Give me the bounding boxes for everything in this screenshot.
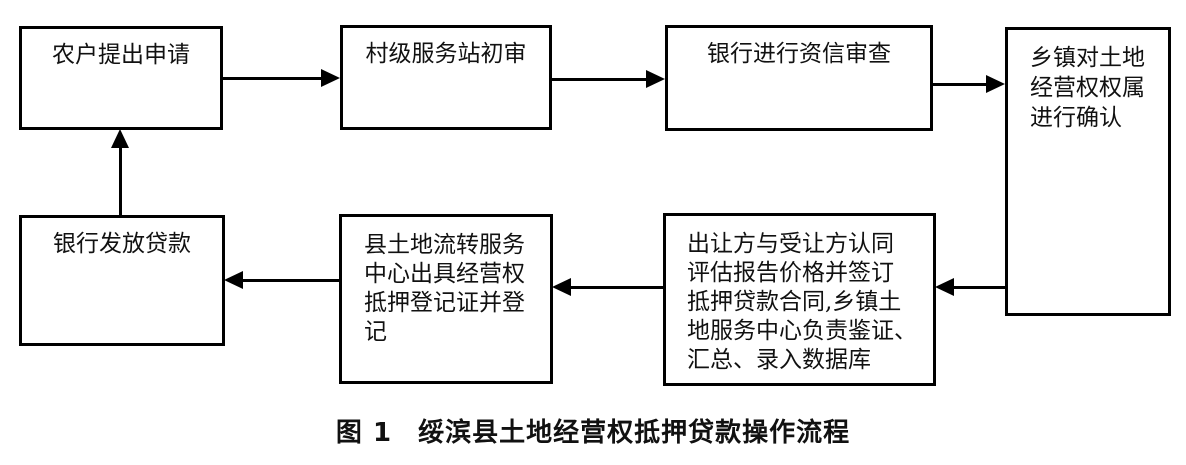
figure-caption-label: 图 1	[335, 418, 393, 448]
node-sign-mortgage-contract-label: 出让方与受让方认同 评估报告价格并签订 抵押贷款合同,乡镇土 地服务中心负责鉴证…	[687, 231, 917, 373]
node-sign-mortgage-contract: 出让方与受让方认同 评估报告价格并签订 抵押贷款合同,乡镇土 地服务中心负责鉴证…	[663, 213, 936, 386]
arrow-shaft	[954, 286, 1005, 289]
arrow-shaft	[119, 146, 122, 215]
node-county-issue-registration: 县土地流转服务 中心出具经营权 抵押登记证并登 记	[339, 214, 553, 384]
node-village-station-review: 村级服务站初审	[340, 25, 552, 130]
arrow-shaft	[933, 83, 987, 86]
node-bank-issue-loan: 银行发放贷款	[19, 215, 225, 346]
arrow-shaft	[223, 77, 323, 80]
arrowhead-right-icon	[986, 75, 1005, 93]
arrow-shaft	[243, 279, 339, 282]
node-farmer-apply: 农户提出申请	[19, 26, 223, 130]
figure-caption: 图 1 绥滨县土地经营权抵押贷款操作流程	[0, 412, 1186, 449]
node-bank-issue-loan-label: 银行发放贷款	[53, 231, 191, 257]
node-township-confirm-ownership-label: 乡镇对土地 经营权权属 进行确认	[1030, 45, 1145, 131]
node-county-issue-registration-label: 县土地流转服务 中心出具经营权 抵押登记证并登 记	[364, 232, 525, 345]
node-township-confirm-ownership: 乡镇对土地 经营权权属 进行确认	[1005, 27, 1171, 316]
arrowhead-right-icon	[321, 69, 340, 87]
arrowhead-up-icon	[111, 129, 129, 148]
node-bank-credit-review: 银行进行资信审查	[665, 25, 933, 131]
arrowhead-left-icon	[224, 271, 243, 289]
node-farmer-apply-label: 农户提出申请	[52, 42, 190, 68]
figure-caption-title: 绥滨县土地经营权抵押贷款操作流程	[418, 418, 851, 448]
node-village-station-review-label: 村级服务站初审	[365, 41, 527, 67]
arrowhead-right-icon	[646, 70, 665, 88]
arrowhead-left-icon	[552, 278, 571, 296]
node-bank-credit-review-label: 银行进行资信审查	[707, 41, 891, 67]
arrow-shaft	[571, 286, 663, 289]
arrow-shaft	[552, 78, 647, 81]
arrowhead-left-icon	[935, 278, 954, 296]
